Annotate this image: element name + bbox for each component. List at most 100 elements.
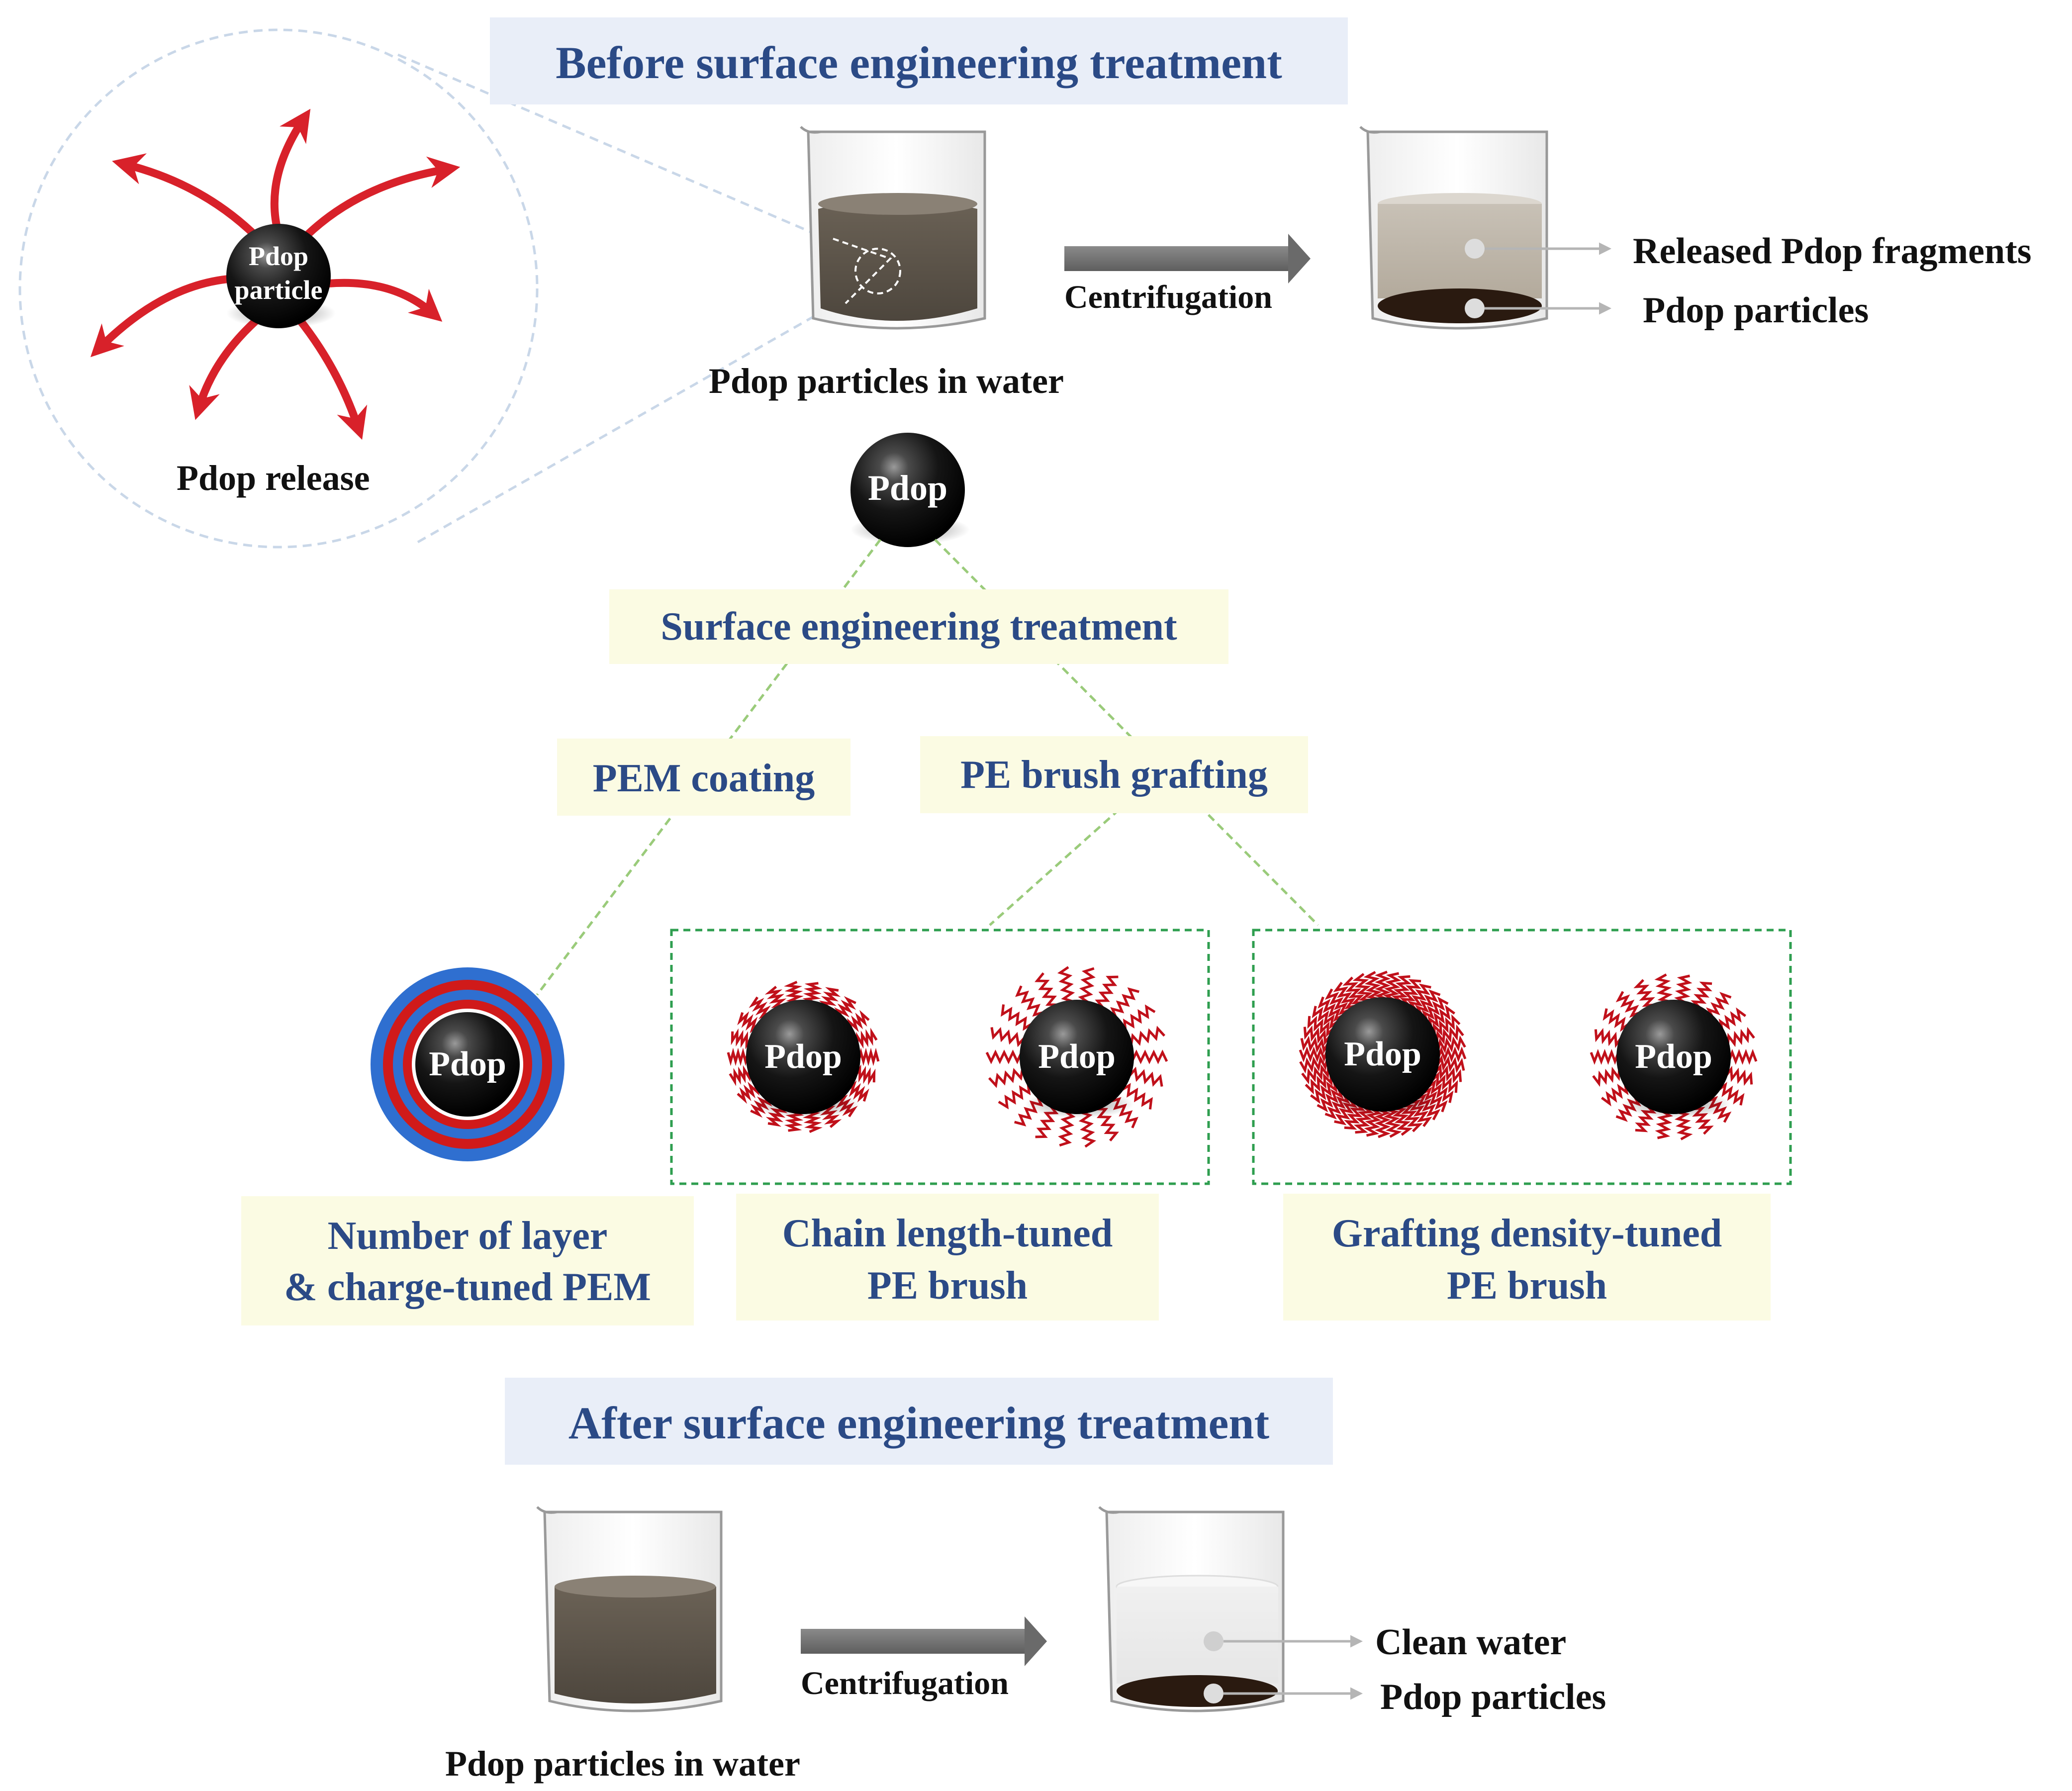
polymer-chain xyxy=(819,987,841,1010)
pem-coating-label: PEM coating xyxy=(592,756,815,800)
polymer-chain xyxy=(1001,1004,1034,1031)
polymer-chain xyxy=(1436,1046,1467,1063)
polymer-chain xyxy=(1110,987,1139,1019)
polymer-chain xyxy=(853,1064,876,1086)
polymer-chain xyxy=(1435,1054,1465,1073)
polymer-chain xyxy=(1391,975,1412,1004)
polymer-chain xyxy=(1433,1063,1462,1084)
polymer-chain xyxy=(731,1028,753,1049)
density-caption-box xyxy=(1283,1194,1771,1320)
polymer-chain xyxy=(1415,989,1441,1017)
pem-particle-label: Pdop xyxy=(429,1045,506,1083)
release-arrows xyxy=(90,108,461,440)
polymer-chain xyxy=(1078,967,1096,1004)
pdop-particle-center xyxy=(850,433,970,547)
after-title-box xyxy=(505,1378,1333,1465)
polymer-chain xyxy=(1727,1048,1758,1065)
density-low-particle-label: Pdop xyxy=(1635,1037,1712,1076)
polymer-chain xyxy=(1724,1065,1753,1086)
polymer-chain xyxy=(1130,1049,1168,1064)
release-arrow xyxy=(324,279,443,322)
polymer-chain xyxy=(1363,971,1382,1001)
polymer-chain xyxy=(1120,1083,1153,1110)
polymer-chain xyxy=(1594,1028,1623,1048)
polymer-chain xyxy=(1015,985,1044,1017)
polymer-chain xyxy=(1615,991,1641,1018)
pdop-particle-zoom xyxy=(226,224,336,328)
polymer-chain xyxy=(834,996,856,1019)
polymer-chain xyxy=(1592,1066,1621,1087)
pem-caption-line2: & charge-tuned PEM xyxy=(284,1265,651,1309)
polymer-chain xyxy=(998,1083,1031,1110)
polymer-chain xyxy=(1602,1008,1630,1032)
polymer-chain xyxy=(1400,979,1421,1007)
polymer-chain xyxy=(1427,1005,1455,1029)
polymer-chain xyxy=(1654,973,1673,1003)
polymer-chain xyxy=(1300,1036,1330,1054)
pdop-particle-label-line2: particle xyxy=(234,275,323,305)
brush-particle-short-chain xyxy=(727,981,880,1133)
polymer-chain xyxy=(1426,1079,1454,1103)
chain-caption-line1: Chain length-tuned xyxy=(782,1212,1113,1255)
polymer-chain xyxy=(985,1049,1023,1064)
polymer-chain xyxy=(1095,975,1119,1010)
polymer-chain xyxy=(1432,1014,1461,1036)
chain-long-particle-label: Pdop xyxy=(1038,1037,1116,1076)
polymer-chain xyxy=(784,981,804,1003)
pdop-core xyxy=(1616,1000,1731,1114)
beaker-before-mixed xyxy=(800,126,986,330)
polymer-chain xyxy=(846,1080,869,1103)
pem-coating-box xyxy=(557,739,850,816)
beaker-before-separated xyxy=(1359,126,1611,330)
chain-short-particle-label: Pdop xyxy=(764,1037,842,1076)
polymer-chain xyxy=(749,996,771,1020)
polymer-chain xyxy=(1590,1048,1620,1065)
release-arrow xyxy=(189,314,263,420)
polymer-chain xyxy=(1312,1006,1339,1030)
polymer-chain xyxy=(988,1068,1024,1088)
chain-length-group-box xyxy=(670,929,1210,1185)
clean-water-label: Clean water xyxy=(1375,1622,1567,1663)
polymer-chain xyxy=(737,1011,760,1034)
density-caption-line2: PE brush xyxy=(1446,1264,1607,1308)
polymer-chain xyxy=(1301,1064,1330,1085)
before-title: Before surface engineering treatment xyxy=(556,37,1282,88)
pdop-core xyxy=(1325,997,1440,1112)
polymer-chain xyxy=(1318,996,1345,1022)
polymer-chain xyxy=(1717,1082,1745,1106)
brush-particles xyxy=(727,966,1758,1148)
centrifugation-arrow-top xyxy=(1064,234,1311,283)
before-beaker-caption: Pdop particles in water xyxy=(709,361,1064,401)
polymer-chain xyxy=(1342,976,1364,1005)
pdop-particle-label-line1: Pdop xyxy=(248,241,309,271)
chain-caption-line2: PE brush xyxy=(867,1264,1028,1308)
pdop-release-zoom xyxy=(18,28,856,549)
beaker-after-separated xyxy=(1098,1506,1363,1712)
polymer-chain xyxy=(1706,992,1732,1019)
polymer-chain xyxy=(1718,1007,1746,1032)
polymer-chain xyxy=(1436,1035,1466,1054)
polymer-chain xyxy=(1435,1024,1464,1045)
polymer-chain xyxy=(857,1047,880,1066)
polymer-chain xyxy=(1601,1082,1629,1107)
polymer-chain xyxy=(1633,979,1655,1007)
before-centrifugation-label: Centrifugation xyxy=(1064,279,1272,315)
polymer-chain xyxy=(1057,966,1075,1003)
released-fragments-label: Released Pdop fragments xyxy=(1633,231,2032,272)
polymer-chain xyxy=(737,1081,760,1104)
polymer-chain xyxy=(1408,983,1431,1011)
polymer-chain xyxy=(1421,996,1449,1022)
polymer-chain xyxy=(727,1047,750,1066)
release-arrow xyxy=(294,314,368,440)
polymer-chain xyxy=(1691,981,1712,1010)
polymer-chain xyxy=(1299,1046,1329,1063)
chain-caption-box xyxy=(736,1194,1159,1320)
polymer-chain xyxy=(1324,988,1350,1016)
polymer-chain xyxy=(1307,1016,1335,1037)
release-arrow xyxy=(90,275,238,358)
pe-brush-box xyxy=(920,736,1308,813)
after-centrifugation-label: Centrifugation xyxy=(801,1665,1009,1701)
polymer-chain xyxy=(1128,1066,1163,1087)
before-pdop-particles-label: Pdop particles xyxy=(1643,290,1869,331)
polymer-chain xyxy=(1383,972,1402,1002)
